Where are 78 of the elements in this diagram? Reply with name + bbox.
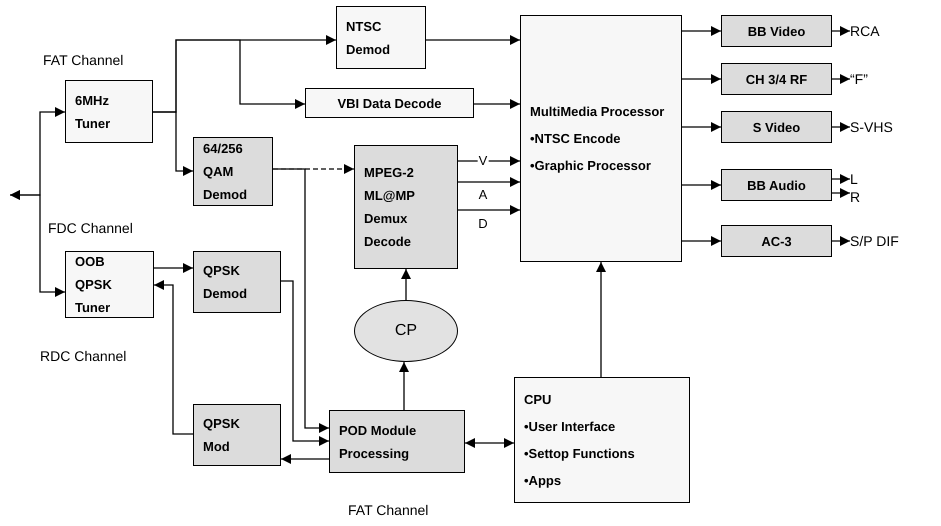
node-text: MPEG-2 ML@MP Demux Decode [364, 164, 416, 251]
arrow [596, 262, 606, 377]
arrow [154, 280, 193, 435]
node-text: S Video [752, 118, 800, 136]
node-text: “F” [850, 70, 869, 88]
arrow [682, 122, 721, 132]
channel-label: FAT Channel [348, 501, 428, 519]
node-text: QPSK Demod [203, 262, 248, 303]
node-text: OOB QPSK Tuner [75, 253, 113, 317]
arrow [832, 122, 850, 132]
arrow [832, 188, 850, 198]
process-box [721, 225, 832, 257]
arrow [10, 190, 65, 297]
node-text: QPSK Mod [203, 415, 241, 456]
node-text: CH 3/4 RF [746, 70, 808, 88]
node-text: 64/256 QAM Demod [203, 140, 248, 204]
arrow [832, 174, 850, 184]
arrow [281, 280, 329, 446]
arrow [682, 180, 721, 190]
node-text: S/P DIF [850, 232, 900, 250]
arrow [401, 269, 411, 300]
arrow [458, 177, 520, 187]
process-box [305, 88, 474, 118]
node-text: •Settop Functions [524, 445, 635, 463]
process-box [336, 6, 426, 69]
arrow [682, 236, 721, 246]
process-box [721, 111, 832, 143]
process-box [514, 377, 690, 503]
process-box [721, 169, 832, 201]
process-box [354, 145, 458, 269]
node-text: BB Video [748, 22, 806, 40]
node-text: RCA [850, 22, 881, 40]
process-box [65, 80, 153, 143]
arrow [426, 35, 520, 45]
node-text: •User Interface [524, 418, 616, 436]
arrow [832, 74, 850, 84]
node-text: CPU [524, 391, 552, 409]
process-box [721, 15, 832, 47]
node-text: BB Audio [747, 176, 806, 194]
process-box [721, 63, 832, 95]
arrow [154, 263, 193, 273]
node-text: 6MHz Tuner [75, 92, 112, 132]
process-box [193, 251, 281, 313]
node-text: CP [394, 321, 418, 341]
edge-label: A [478, 188, 488, 202]
process-box [329, 410, 465, 473]
node-text: VBI Data Decode [337, 94, 442, 112]
arrow [682, 26, 721, 36]
edge-label: V [478, 154, 488, 168]
arrow [458, 205, 520, 215]
node-text: NTSC Demod [346, 18, 392, 58]
arrow [281, 454, 329, 464]
node-text: L [850, 170, 859, 188]
node-text: •Graphic Processor [530, 157, 651, 175]
node-text: •Apps [524, 472, 562, 490]
node-text: POD Module Processing [339, 422, 418, 463]
arrow [474, 99, 520, 109]
channel-label: FDC Channel [48, 219, 133, 237]
arrow [153, 111, 193, 176]
node-text: •NTSC Encode [530, 130, 621, 148]
arrow [682, 74, 721, 84]
node-text: MultiMedia Processor [530, 103, 664, 121]
process-box [65, 251, 154, 318]
process-box [520, 15, 682, 262]
process-box [193, 404, 281, 466]
channel-label: FAT Channel [43, 51, 124, 69]
process-box [193, 137, 273, 206]
arrow [458, 156, 520, 166]
node-text: AC-3 [761, 232, 792, 250]
arrow [832, 26, 850, 36]
arrow [832, 236, 850, 246]
edge-label: D [477, 217, 489, 231]
arrow [465, 438, 514, 448]
arrow [399, 362, 409, 410]
channel-label: RDC Channel [40, 347, 126, 365]
node-text: R [850, 188, 862, 206]
node-text: S-VHS [850, 118, 894, 136]
arrow [273, 168, 329, 433]
